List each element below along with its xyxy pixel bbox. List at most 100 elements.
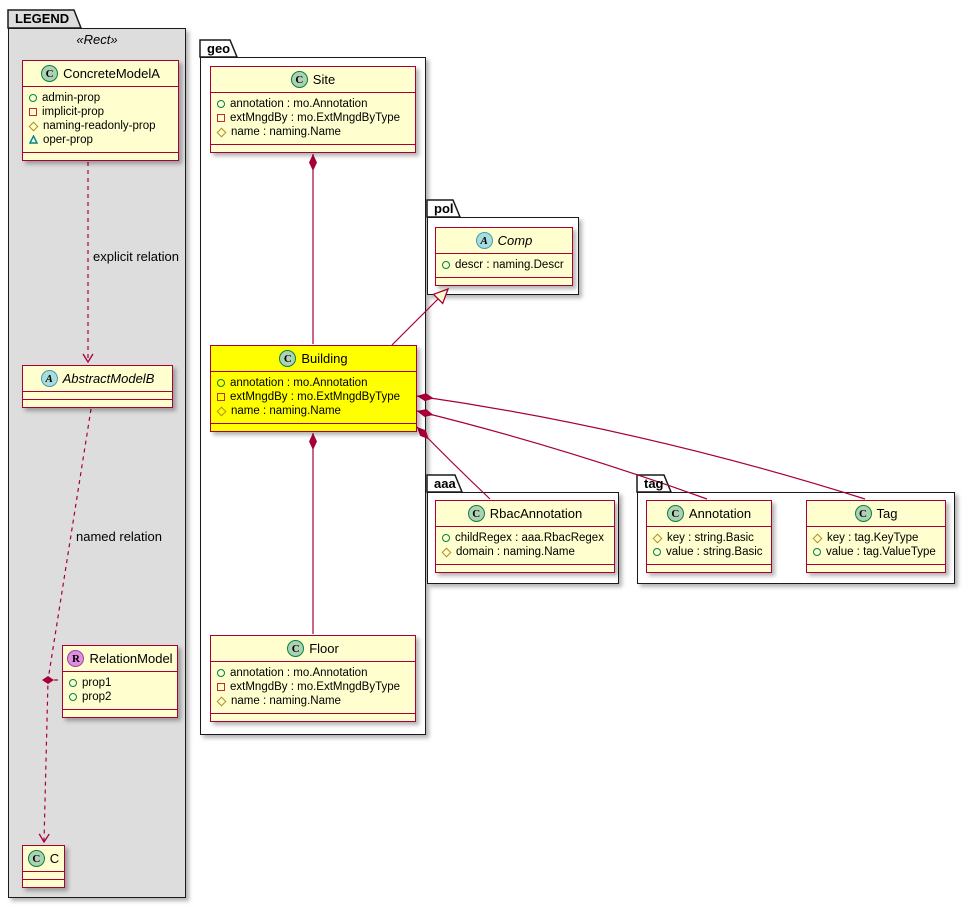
member-text: extMngdBy : mo.ExtMngdByType [230,391,401,403]
class-empty-compartment [23,391,172,399]
protected-diamond-icon [216,696,227,706]
class-member: annotation : mo.Annotation [217,376,410,390]
protected-diamond-icon [28,121,39,131]
class-name: RelationModel [89,651,173,666]
member-text: domain : naming.Name [456,546,575,558]
class-member: key : tag.KeyType [812,531,939,545]
class-members: key : string.Basic value : string.Basic [647,526,771,564]
protected-diamond-icon [216,127,227,137]
class-empty-compartment [23,152,178,160]
class-header: C Tag [807,501,945,526]
class-spot-icon: C [467,505,485,522]
class-header: C RbacAnnotation [436,501,614,526]
class-member: extMngdBy : mo.ExtMngdByType [217,111,409,125]
class-concretemodela: C ConcreteModelA admin-prop implicit-pro… [22,60,179,161]
class-empty-compartment [23,871,64,879]
class-member: extMngdBy : mo.ExtMngdByType [217,680,409,694]
package-pol-title: pol [434,201,454,216]
class-empty-compartment [436,564,614,572]
class-member: naming-readonly-prop [28,119,172,133]
protected-diamond-icon [812,533,823,543]
class-header: A AbstractModelB [23,366,172,391]
class-member: value : tag.ValueType [813,545,939,559]
class-spot-icon: C [41,65,59,82]
class-member: admin-prop [29,91,172,105]
class-member: name : naming.Name [216,404,410,418]
member-text: implicit-prop [42,106,104,118]
member-text: value : string.Basic [666,546,763,558]
class-empty-compartment [23,399,172,407]
member-text: name : naming.Name [231,126,341,138]
member-text: key : string.Basic [667,532,754,544]
named-relation-label: named relation [76,529,162,544]
class-abstractmodelb: A AbstractModelB [22,365,173,408]
class-name: Tag [876,506,898,521]
package-legend-tab [7,9,83,29]
class-relationmodel: R RelationModel prop1 prop2 [62,645,178,718]
class-header: C C [23,846,64,871]
class-tag: C Tag key : tag.KeyType value : tag.Valu… [806,500,946,573]
private-square-icon [217,114,225,122]
legend-stereotype: «Rect» [76,32,118,47]
member-text: annotation : mo.Annotation [230,667,368,679]
class-member: prop1 [69,676,171,690]
edge-abstractmodelb-c-dashed [38,408,92,844]
public-circle-icon [813,548,821,556]
class-member: key : string.Basic [652,531,765,545]
member-text: prop2 [82,691,112,703]
class-header: R RelationModel [63,646,177,671]
class-name: Floor [309,641,339,656]
public-circle-icon [217,669,225,677]
class-floor: C Floor annotation : mo.Annotation extMn… [210,635,416,722]
relation-class-spot-icon: R [67,650,85,667]
class-member: oper-prop [28,133,172,147]
member-text: oper-prop [43,134,93,146]
member-text: admin-prop [42,92,101,104]
member-text: naming-readonly-prop [43,120,156,132]
class-header: C ConcreteModelA [23,61,178,86]
package-pol-tab [426,199,462,218]
class-empty-compartment [211,423,416,431]
class-member: value : string.Basic [653,545,765,559]
member-text: extMngdBy : mo.ExtMngdByType [230,112,401,124]
member-text: name : naming.Name [231,405,341,417]
class-members: annotation : mo.Annotation extMngdBy : m… [211,661,415,713]
package-aaa-tab [426,474,464,493]
class-member: annotation : mo.Annotation [217,97,409,111]
class-members: key : tag.KeyType value : tag.ValueType [807,526,945,564]
class-c: C C [22,845,65,888]
class-comp: A Comp descr : naming.Descr [435,227,573,286]
class-rbacannotation: C RbacAnnotation childRegex : aaa.RbacRe… [435,500,615,573]
abstract-class-spot-icon: A [40,370,58,387]
member-text: annotation : mo.Annotation [230,377,368,389]
public-circle-icon [653,548,661,556]
class-name: C [49,851,60,866]
class-members: annotation : mo.Annotation extMngdBy : m… [211,371,416,423]
class-name: Annotation [688,506,752,521]
class-building: C Building annotation : mo.Annotation ex… [210,345,417,432]
class-header: C Site [211,67,415,92]
class-member: name : naming.Name [216,694,409,708]
class-members: childRegex : aaa.RbacRegex domain : nami… [436,526,614,564]
member-text: extMngdBy : mo.ExtMngdByType [230,681,401,693]
class-header: C Building [211,346,416,371]
class-spot-icon: C [666,505,684,522]
class-spot-icon: C [279,350,297,367]
member-text: value : tag.ValueType [826,546,936,558]
class-members: admin-prop implicit-prop naming-readonly… [23,86,178,152]
class-empty-compartment [807,564,945,572]
class-spot-icon: C [854,505,872,522]
package-geo-tab [199,39,239,58]
relation-junction-diamond-icon [42,676,54,684]
public-circle-icon [69,679,77,687]
class-spot-icon: C [27,850,45,867]
class-site: C Site annotation : mo.Annotation extMng… [210,66,416,153]
class-spot-icon: C [290,71,308,88]
class-member: descr : naming.Descr [442,258,566,272]
class-annotation: C Annotation key : string.Basic value : … [646,500,772,573]
public-circle-icon [69,693,77,701]
class-empty-compartment [211,144,415,152]
package-legend-title: LEGEND [15,11,70,26]
class-empty-compartment [211,713,415,721]
